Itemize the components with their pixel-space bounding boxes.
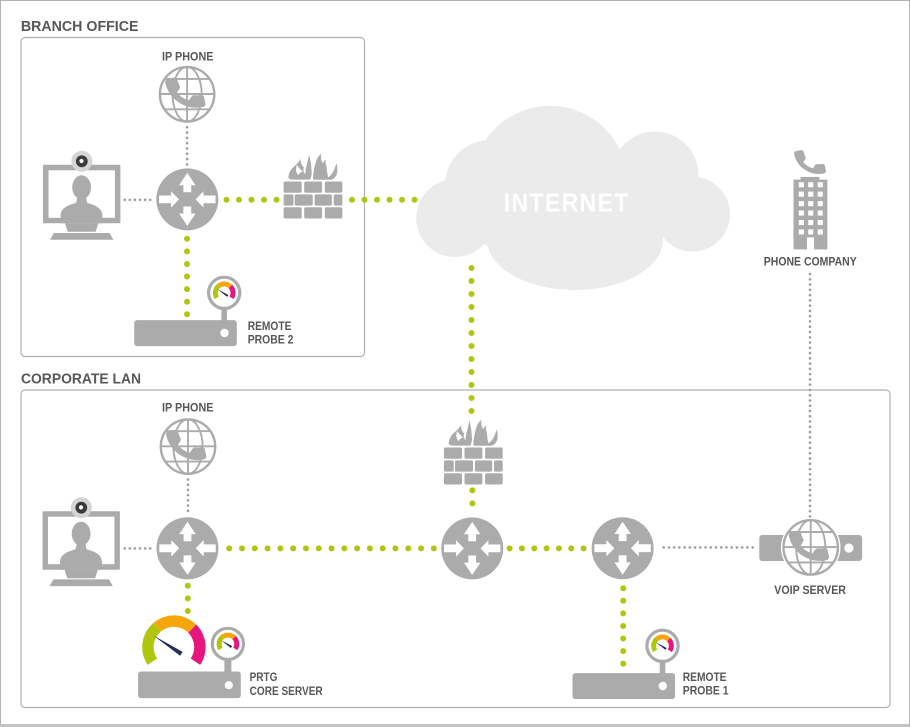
svg-text:PHONE COMPANY: PHONE COMPANY [764,257,857,269]
svg-text:PROBE 1: PROBE 1 [683,685,729,697]
svg-text:CORE SERVER: CORE SERVER [250,686,324,698]
svg-text:VOIP SERVER: VOIP SERVER [774,585,846,597]
svg-text:PROBE 2: PROBE 2 [248,334,294,346]
svg-text:CORPORATE LAN: CORPORATE LAN [21,372,141,388]
svg-text:IP PHONE: IP PHONE [162,403,214,415]
svg-text:IP PHONE: IP PHONE [162,51,214,63]
svg-text:INTERNET: INTERNET [504,190,630,218]
svg-text:PRTG: PRTG [250,672,278,684]
svg-text:BRANCH OFFICE: BRANCH OFFICE [21,19,139,35]
svg-text:REMOTE: REMOTE [683,672,727,684]
svg-text:REMOTE: REMOTE [248,321,292,333]
